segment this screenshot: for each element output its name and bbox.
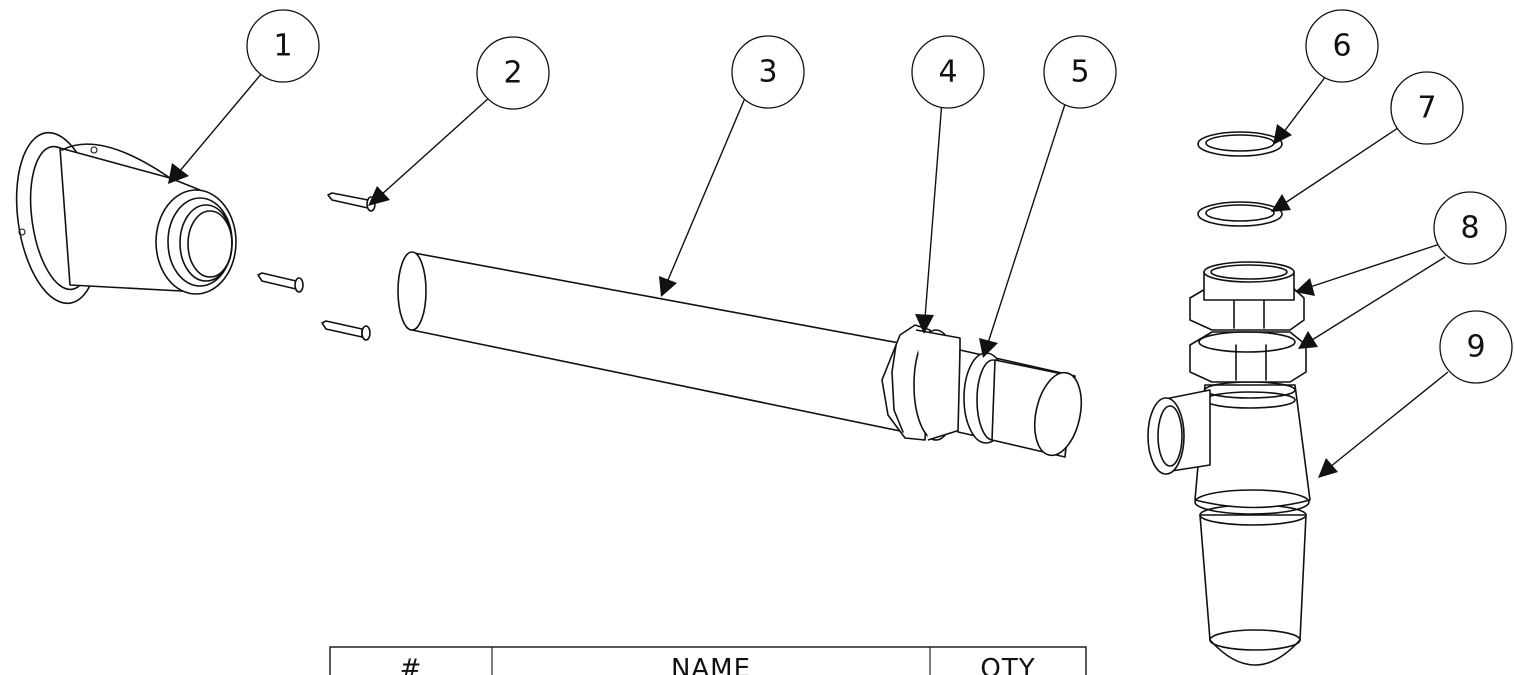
balloon-6: 6	[1305, 9, 1379, 83]
bom-header-number: #	[400, 654, 423, 675]
balloon-3: 3	[731, 35, 805, 109]
balloon-4: 4	[911, 35, 985, 109]
balloon-7: 7	[1390, 71, 1464, 145]
leader-lines	[168, 71, 1449, 478]
balloon-5: 5	[1043, 35, 1117, 109]
balloon-8: 8	[1433, 191, 1507, 265]
part-bottle-trap	[1147, 261, 1311, 666]
part-wall-flange	[15, 131, 237, 305]
balloon-7-label: 7	[1417, 91, 1436, 126]
balloon-5-label: 5	[1070, 55, 1089, 90]
balloon-3-label: 3	[758, 55, 777, 90]
balloon-2-label: 2	[503, 56, 522, 91]
bom-header-qty: QTY	[980, 654, 1035, 675]
part-hex-nut	[881, 324, 961, 441]
balloon-8-label: 8	[1460, 211, 1479, 246]
bom-table: # NAME QTY	[329, 646, 1087, 675]
balloon-1: 1	[246, 9, 320, 83]
part-connector	[957, 349, 1083, 458]
bom-header-name: NAME	[671, 654, 751, 675]
balloon-1-label: 1	[273, 29, 292, 64]
balloon-2: 2	[476, 36, 550, 110]
part-tube	[397, 251, 911, 433]
part-washer-lower	[1197, 201, 1283, 227]
part-washer-upper	[1197, 131, 1283, 157]
balloon-4-label: 4	[938, 55, 957, 90]
balloon-9-label: 9	[1466, 330, 1485, 365]
balloon-9: 9	[1439, 310, 1513, 384]
part-screws	[257, 192, 376, 341]
balloon-6-label: 6	[1332, 29, 1351, 64]
